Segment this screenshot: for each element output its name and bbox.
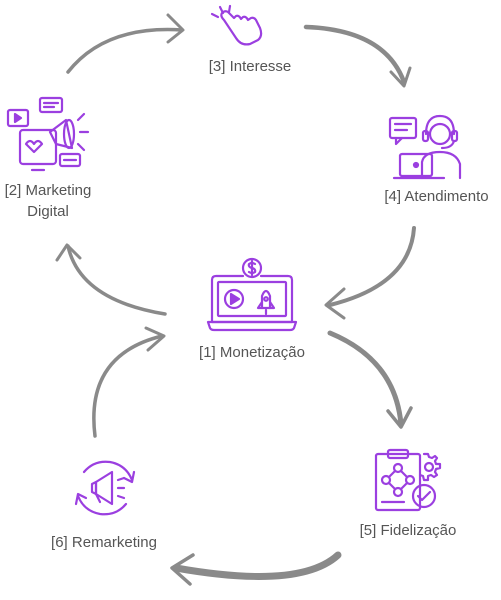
arrow-remarketing-to-monetizacao [92, 334, 164, 438]
hand-click-icon [210, 4, 263, 46]
megaphone-cycle-icon [74, 460, 136, 516]
arrow-interesse-to-atendimento [303, 24, 407, 85]
label-marketing-line1: [2] Marketing [4, 182, 92, 199]
arrowhead-fidelizacao [386, 406, 413, 429]
label-fidelizacao: [5] Fidelização [359, 522, 457, 539]
arrow-fidelizacao-to-remarketing [172, 551, 342, 580]
clipboard-network-icon [374, 448, 442, 512]
arrowhead-interesse [166, 13, 185, 44]
megaphone-social-icon [6, 96, 90, 172]
arrow-marketing-to-interesse [66, 27, 184, 74]
arrow-atendimento-to-monetizacao [328, 226, 416, 307]
laptop-video-rocket-icon [206, 257, 298, 332]
arrowhead-monetizacao-left [144, 326, 166, 352]
label-monetizacao: [1] Monetização [199, 344, 305, 361]
arrowhead-atendimento [389, 66, 412, 88]
label-marketing-digital: [2] Marketing Digital [0, 180, 96, 222]
arrowhead-marketing [55, 243, 82, 262]
label-interesse: [3] Interesse [208, 58, 292, 75]
label-marketing-line2: Digital [27, 203, 69, 220]
headset-agent-icon [388, 114, 462, 180]
arrowhead-monetizacao-right [324, 287, 346, 320]
arrow-monetizacao-to-marketing [66, 244, 167, 316]
arrowhead-remarketing [170, 553, 195, 586]
arrow-monetizacao-to-fidelizacao [327, 330, 404, 427]
label-remarketing: [6] Remarketing [51, 534, 157, 551]
label-atendimento: [4] Atendimento [384, 188, 489, 205]
